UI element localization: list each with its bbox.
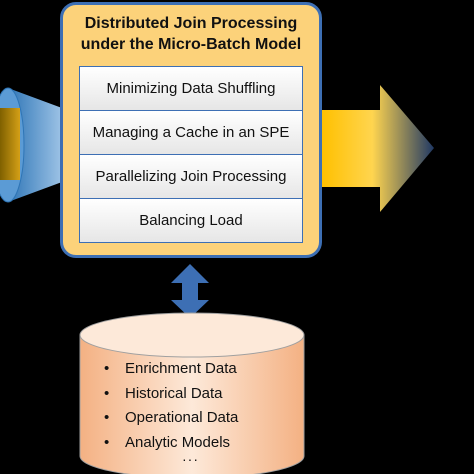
data-store-items: •Enrichment Data •Historical Data •Opera… [104, 357, 238, 455]
output-arrow [322, 85, 434, 212]
input-stream-stub [0, 108, 20, 180]
data-store-item-label: Enrichment Data [125, 360, 237, 377]
data-store-item: •Enrichment Data [104, 360, 237, 377]
data-store-item: •Operational Data [104, 409, 239, 426]
bidirectional-arrow [171, 264, 209, 318]
join-processing-box: Distributed Join Processing under the Mi… [60, 2, 322, 258]
steps-list: Minimizing Data Shuffling Managing a Cac… [79, 66, 303, 243]
step-managing-cache: Managing a Cache in an SPE [79, 110, 303, 155]
data-store-cylinder [79, 334, 305, 474]
data-store-item: •Historical Data [104, 384, 223, 402]
data-store-ellipsis: ··· [182, 451, 199, 467]
data-store-top [79, 312, 305, 358]
step-balancing-load: Balancing Load [79, 198, 303, 243]
step-minimizing-shuffling: Minimizing Data Shuffling [79, 66, 303, 111]
box-title: Distributed Join Processing under the Mi… [63, 13, 319, 55]
box-title-line2: under the Micro-Batch Model [80, 36, 302, 53]
step-parallelizing-join: Parallelizing Join Processing [79, 154, 303, 199]
data-store-item-label: Historical Data [125, 384, 223, 402]
data-store-item-label: Analytic Models [125, 433, 231, 451]
box-title-line1: Distributed Join Processing [84, 15, 298, 32]
data-store-item-label: Operational Data [125, 409, 239, 426]
data-store-item: •Analytic Models [104, 433, 231, 451]
